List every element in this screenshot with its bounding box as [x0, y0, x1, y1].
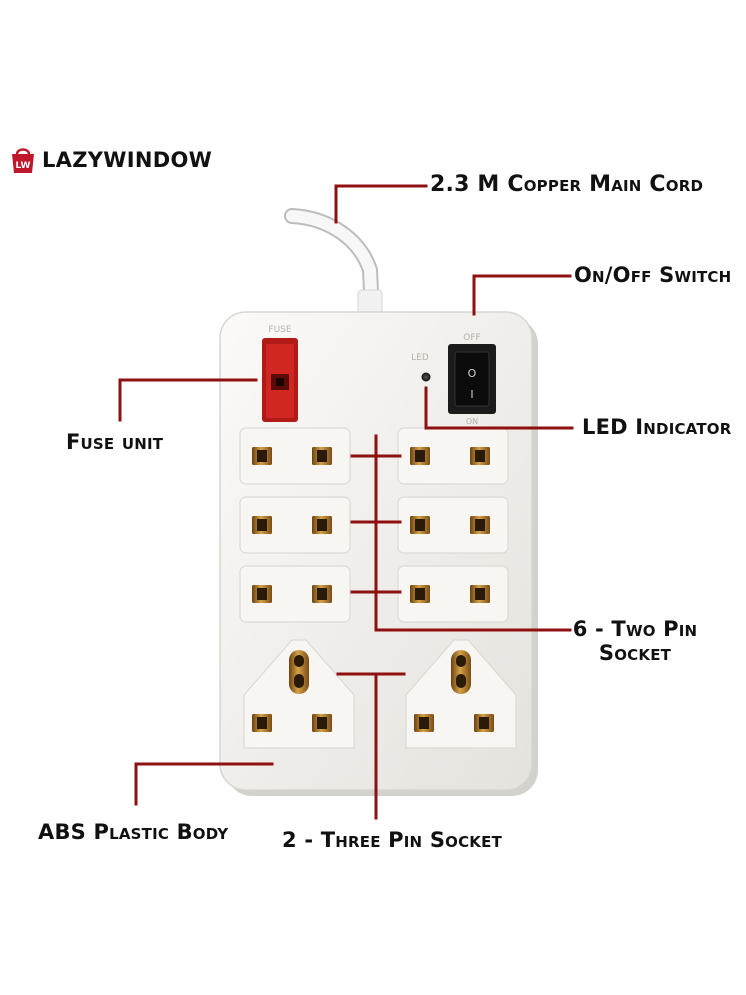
svg-text:LW: LW — [16, 161, 31, 171]
label-three-pin: 2 - Three Pin Socket — [282, 828, 503, 852]
three-pin-socket — [405, 639, 517, 749]
switch-o-marking: O — [468, 367, 477, 380]
three-pin-socket — [243, 639, 355, 749]
brand-name: LAZYWINDOW — [42, 148, 213, 172]
two-pin-socket — [397, 496, 509, 554]
two-pin-socket — [239, 565, 351, 623]
two-pin-socket — [397, 427, 509, 485]
three-pin-sockets — [243, 639, 517, 749]
fuse-marking: FUSE — [268, 325, 291, 335]
led-indicator — [421, 372, 431, 382]
shopping-bag-icon: LW — [8, 145, 38, 175]
off-marking: OFF — [463, 333, 480, 343]
fuse-holder — [262, 338, 298, 422]
two-pin-socket — [239, 427, 351, 485]
led-marking: LED — [411, 353, 429, 363]
leader-lines — [118, 184, 574, 820]
brand-logo: LW LAZYWINDOW — [8, 143, 212, 177]
two-pin-socket — [397, 565, 509, 623]
label-led: LED Indicator — [582, 415, 732, 439]
label-two-pin: 6 - Two Pin Socket — [572, 617, 698, 665]
two-pin-sockets — [239, 427, 509, 623]
power-switch: O I — [448, 344, 496, 414]
label-main-cord: 2.3 M Copper Main Cord — [430, 172, 704, 197]
switch-i-marking: I — [470, 388, 473, 401]
two-pin-socket — [239, 496, 351, 554]
label-body: ABS Plastic Body — [38, 820, 229, 844]
on-marking: ON — [466, 417, 478, 426]
label-two-pin-text: 6 - Two Pin Socket — [572, 617, 698, 666]
label-fuse: Fuse unit — [66, 430, 164, 454]
label-switch: On/Off Switch — [574, 263, 732, 287]
